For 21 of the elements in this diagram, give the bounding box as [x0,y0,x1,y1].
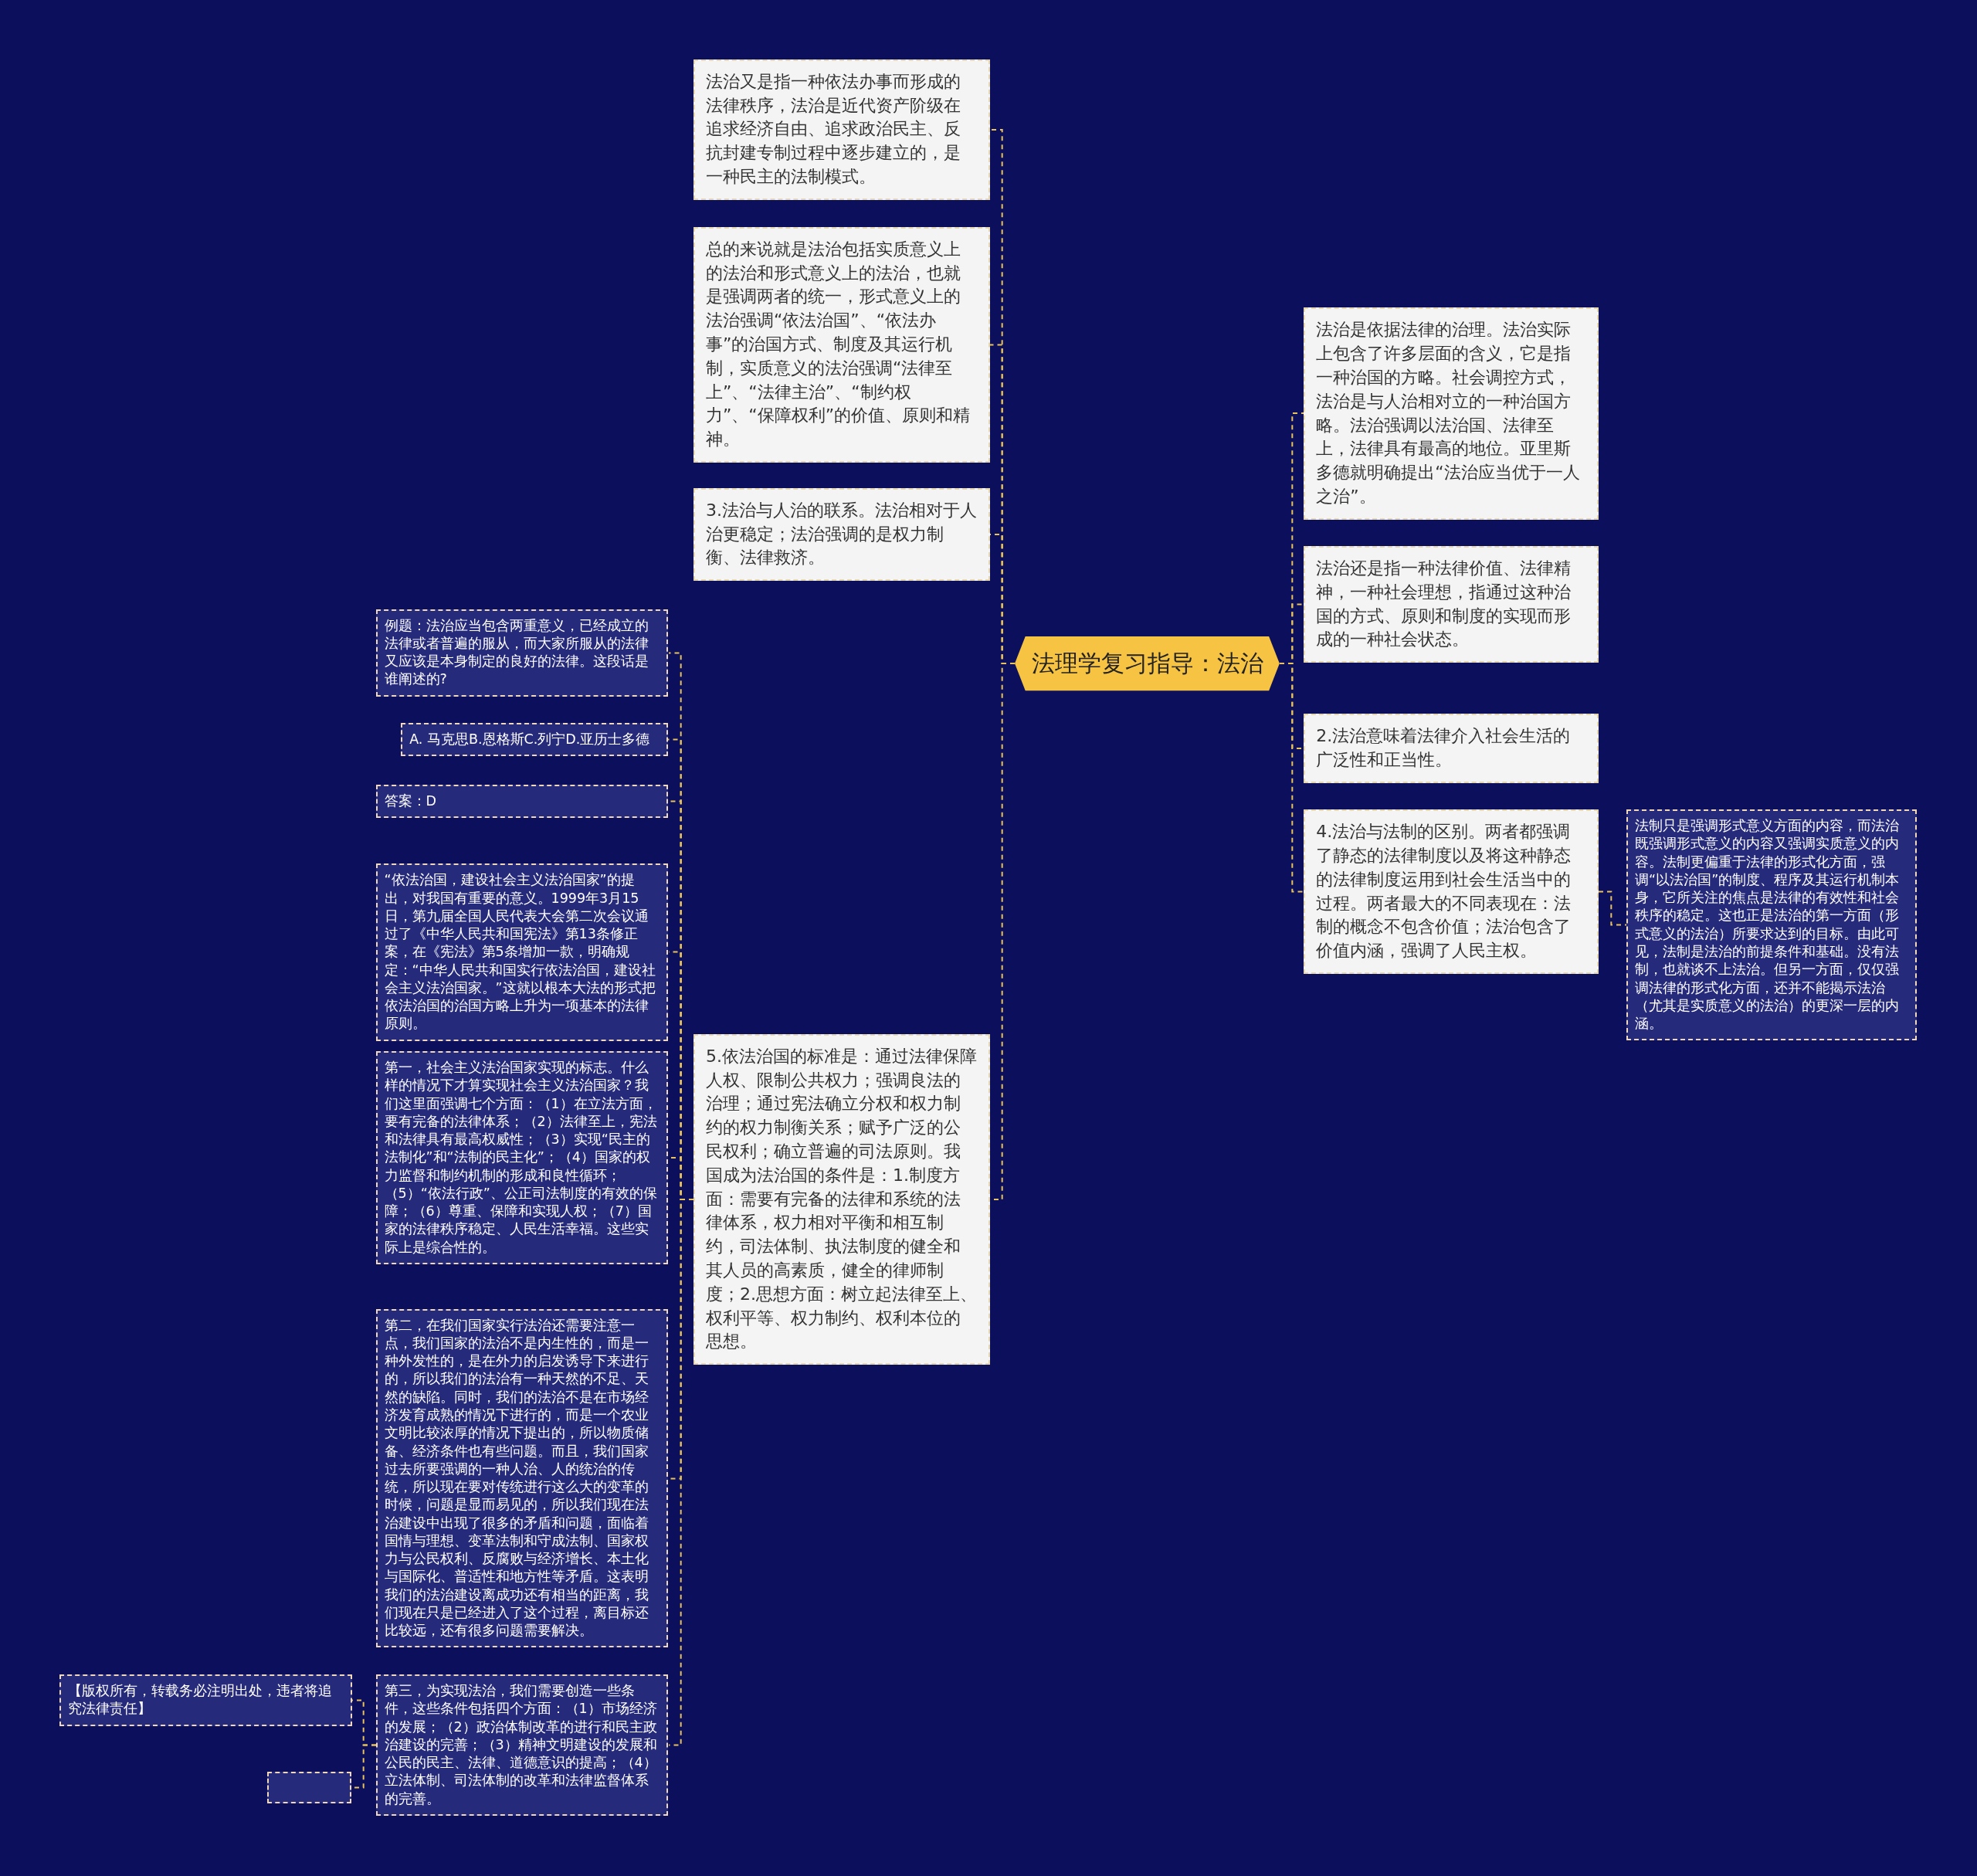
topic-box: 4.法治与法制的区别。两者都强调了静态的法律制度以及将这种静态的法律制度运用到社会生活当中的过程。两者最大的不同表现在：法制的概念不包含价值；法治包含了价值内涵，强调了人民主权。 [1304,809,1599,974]
empty-box [267,1771,352,1803]
topic-box: 2.法治意味着法律介入社会生活的广泛性和正当性。 [1304,714,1599,783]
connector-line [1598,891,1627,926]
topic-box: A. 马克思B.恩格斯C.列宁D.亚历士多德 [401,722,669,756]
topic-box: 法治又是指一种依法办事而形成的法律秩序，法治是近代资产阶级在追求经济自由、追求政治民主、反抗封建专制过程中逐步建立的，是一种民主的法制模式。 [693,59,990,200]
topic-box: 法制只是强调形式意义方面的内容，而法治既强调形式意义的内容又强调实质意义的内容。法制更偏重于法律的形式化方面，强调“以法治国”的制度、程序及其运行机制本身，它所关注的焦点是法律的有效性和社会秩序的稳定。这也正是法治的第一方面（形式意义的法治）所要求达到的目标。由此可见，法制是法治的前提条件和基础。没有法制，也就谈不上法治。但另一方面，仅仅强调法律的形式化方面，还并不能揭示法治（尤其是实质意义的法治）的更深一层的内涵。 [1626,809,1917,1041]
topic-box: 法治还是指一种法律价值、法律精神，一种社会理想，指通过这种治国的方式、原则和制度的实现而形成的一种社会状态。 [1304,545,1599,663]
topic-box: 第三，为实现法治，我们需要创造一些条件，这些条件包括四个方面：（1）市场经济的发展；（2）政治体制改革的进行和民主政治建设的完善；（3）精神文明建设的发展和公民的民主、法律、道德意识的提高；（4）立法体制、司法体制的改革和法律监督体系的完善。 [375,1674,669,1816]
topic-box: 答案：D [375,784,669,818]
topic-box: 第二，在我们国家实行法治还需要注意一点，我们国家的法治不是内生性的，而是一种外发性的，是在外力的启发诱导下来进行的，所以我们的法治有一种天然的不足、天然的缺陷。同时，我们的法治不是在市场经济发育成熟的情况下进行的，而是一个农业文明比较浓厚的情况下提出的，所以物质储备、经济条件也有些问题。而且，我们国家过去所要强调的一种人治、人的统治的传统，所以现在要对传统进行这么大的变革的时候，问题是显而易见的，所以我们现在法治建设中出现了很多的矛盾和问题，面临着国情与理想、变革法制和守成法制、国家权力与公民权利、反腐败与经济增长、本土化与国际化、普适性和地方性等矛盾。这表明我们的法治建设离成功还有相当的距离，我们现在只是已经进入了这个过程，离目标还比较远，还有很多问题需要解决。 [375,1308,669,1648]
topic-box: 3.法治与人治的联系。法治相对于人治更稳定；法治强调的是权力制衡、法律救济。 [693,487,990,582]
topic-box: 法治是依据法律的治理。法治实际上包含了许多层面的含义，它是指一种治国的方略。社会调控方式，法治是与人治相对立的一种治国方略。法治强调以法治国、法律至上，法律具有最高的地位。亚里斯多德就明确提出“法治应当优于一人之治”。 [1304,307,1599,520]
topic-box: 例题：法治应当包含两重意义，已经成立的法律或者普遍的服从，而大家所服从的法律又应该是本身制定的良好的法律。这段话是谁阐述的? [375,609,669,697]
topic-box: 【版权所有，转载务必注明出处，违者将追究法律责任】 [59,1674,352,1726]
topic-box: 第一，社会主义法治国家实现的标志。什么样的情况下才算实现社会主义法治国家？我们这里面强调七个方面：（1）在立法方面，要有完备的法律体系；（2）法律至上，宪法和法律具有最高权威性；（3）实现“民主的法制化”和“法制的民主化”；（4）国家的权力监督和制约机制的形成和良性循环；（5）“依法行政”、公正司法制度的有效的保障；（6）尊重、保障和实现人权；（7）国家的法律秩序稳定、人民生活幸福。这些实际上是综合性的。 [375,1051,669,1264]
connector-line [1279,663,1304,893]
central-topic: 法理学复习指导：法治 [1015,636,1280,691]
topic-box: 总的来说就是法治包括实质意义上的法治和形式意义上的法治，也就是强调两者的统一，形式意义上的法治强调“依法治国”、“依法办事”的治国方式、制度及其运行机制，实质意义的法治强调“法律至上”、“法律主治”、“制约权力”、“保障权利”的价值、原则和精神。 [693,226,990,463]
topic-box: “依法治国，建设社会主义法治国家”的提出，对我国有重要的意义。1999年3月15日，第九届全国人民代表大会第二次会议通过了《中华人民共和国宪法》第13条修正案，在《宪法》第5条增加一款，明确规定：“中华人民共和国实行依法治国，建设社会主义法治国家。”这就以根本大法的形式把依法治国的治国方略上升为一项基本的法律原则。 [375,863,669,1041]
topic-box: 5.依法治国的标准是：通过法律保障人权、限制公共权力；强调良法的治理；通过宪法确立分权和权力制约的权力制衡关系；赋予广泛的公民权利；确立普遍的司法原则。我国成为法治国的条件是：1.制度方面：需要有完备的法律和系统的法律体系，权力相对平衡和相互制约，司法体制、执法制度的健全和其人员的高素质，健全的律师制度；2.思想方面：树立起法律至上、权利平等、权力制约、权利本位的思想。 [693,1033,990,1365]
